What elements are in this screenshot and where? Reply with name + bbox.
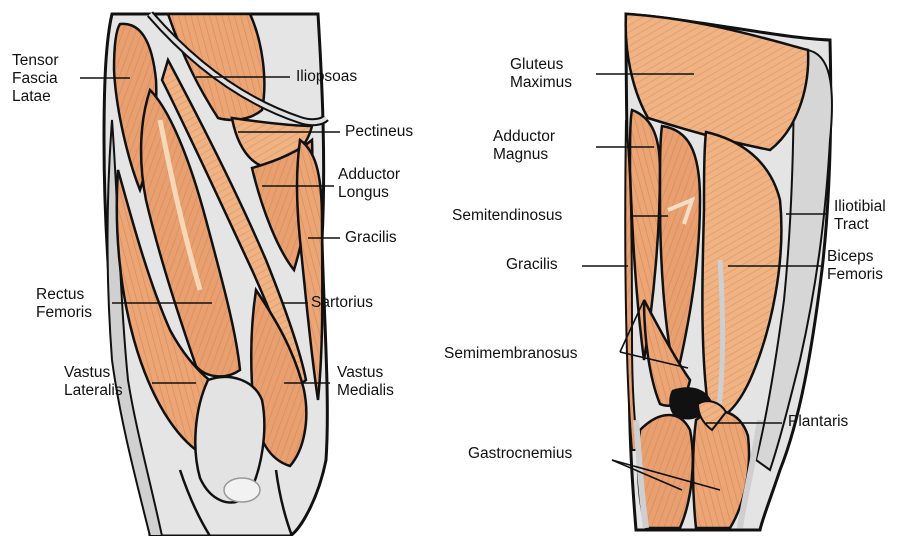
posterior-leg	[625, 14, 832, 530]
label-line: Vastus	[337, 364, 394, 382]
label-line: Gracilis	[506, 256, 558, 274]
label-plantaris: Plantaris	[788, 413, 848, 431]
label-line: Gastrocnemius	[468, 445, 572, 463]
label-line: Biceps	[827, 248, 883, 266]
label-line: Adductor	[338, 166, 400, 184]
label-line: Iliotibial	[834, 198, 886, 216]
label-line: Magnus	[493, 146, 555, 164]
label-line: Longus	[338, 184, 400, 202]
label-sartorius: Sartorius	[311, 294, 373, 312]
label-vastus-lateralis: Vastus Lateralis	[64, 364, 123, 400]
label-iliopsoas: Iliopsoas	[296, 68, 357, 86]
label-line: Tract	[834, 216, 886, 234]
label-line: Gracilis	[345, 229, 397, 247]
label-line: Iliopsoas	[296, 68, 357, 86]
label-adductor-longus: Adductor Longus	[338, 166, 400, 202]
label-rectus-femoris: Rectus Femoris	[36, 286, 92, 322]
label-line: Adductor	[493, 128, 555, 146]
label-adductor-magnus: Adductor Magnus	[493, 128, 555, 164]
label-line: Medialis	[337, 382, 394, 400]
label-line: Vastus	[64, 364, 123, 382]
label-line: Tensor	[12, 52, 59, 70]
label-gracilis-front: Gracilis	[345, 229, 397, 247]
label-gluteus-maximus: Gluteus Maximus	[510, 56, 572, 92]
label-line: Latae	[12, 88, 59, 106]
label-line: Femoris	[827, 266, 883, 284]
label-iliotibial-tract: Iliotibial Tract	[834, 198, 886, 234]
label-gastrocnemius: Gastrocnemius	[468, 445, 572, 463]
label-pectineus: Pectineus	[345, 123, 413, 141]
label-line: Lateralis	[64, 382, 123, 400]
label-line: Fascia	[12, 70, 59, 88]
label-line: Femoris	[36, 304, 92, 322]
label-gracilis-back: Gracilis	[506, 256, 558, 274]
anterior-leg	[104, 14, 327, 536]
label-line: Plantaris	[788, 413, 848, 431]
label-biceps-femoris: Biceps Femoris	[827, 248, 883, 284]
label-tensor-fascia-latae: Tensor Fascia Latae	[12, 52, 59, 106]
label-semitendinosus: Semitendinosus	[452, 207, 562, 225]
label-line: Rectus	[36, 286, 92, 304]
label-vastus-medialis: Vastus Medialis	[337, 364, 394, 400]
label-line: Sartorius	[311, 294, 373, 312]
label-line: Gluteus	[510, 56, 572, 74]
label-line: Maximus	[510, 74, 572, 92]
label-line: Semimembranosus	[444, 345, 578, 363]
label-line: Pectineus	[345, 123, 413, 141]
label-semimembranosus: Semimembranosus	[444, 345, 578, 363]
label-line: Semitendinosus	[452, 207, 562, 225]
